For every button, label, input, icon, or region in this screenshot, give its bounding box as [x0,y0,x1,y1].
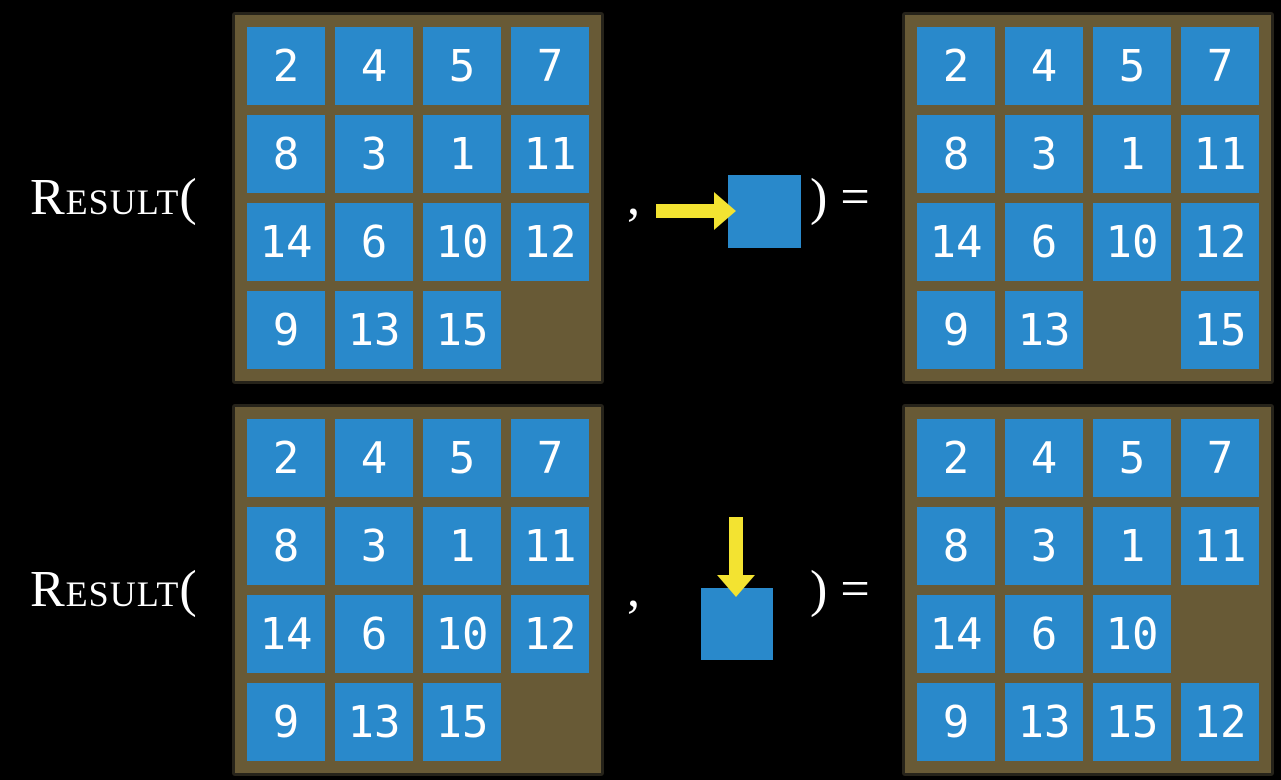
puzzle-tile: 8 [917,507,995,585]
puzzle-tile: 8 [917,115,995,193]
puzzle-tile: 8 [247,507,325,585]
puzzle-tile: 6 [1005,203,1083,281]
puzzle-tile: 5 [423,419,501,497]
puzzle-tile: 3 [1005,507,1083,585]
puzzle-tile: 3 [1005,115,1083,193]
puzzle-tile: 14 [247,203,325,281]
puzzle-tile: 10 [423,595,501,673]
puzzle-tile: 5 [1093,419,1171,497]
puzzle-tile: 8 [247,115,325,193]
puzzle-tile: 4 [1005,419,1083,497]
result-function-label: Result( [30,561,198,618]
puzzle-tile: 11 [511,507,589,585]
empty-cell [511,291,589,369]
arrow-down-icon [717,517,755,597]
puzzle-tile: 9 [247,291,325,369]
puzzle-tile: 12 [511,595,589,673]
empty-cell [1181,595,1259,673]
puzzle-tile: 13 [335,683,413,761]
result-function-label: Result( [30,169,198,226]
puzzle-tile: 11 [1181,507,1259,585]
puzzle-tile: 12 [1181,683,1259,761]
puzzle-tile: 13 [1005,683,1083,761]
puzzle-tile: 1 [423,115,501,193]
puzzle-tile: 15 [423,291,501,369]
puzzle-tile: 15 [1181,291,1259,369]
blank-tile-square [728,175,801,248]
puzzle-tile: 9 [917,683,995,761]
puzzle-tile: 5 [423,27,501,105]
close-paren-equals: ) = [810,169,870,226]
puzzle-tile: 12 [511,203,589,281]
close-paren-equals: ) = [810,561,870,618]
puzzle-tile: 15 [423,683,501,761]
puzzle-tile: 2 [247,419,325,497]
puzzle-tile: 4 [335,27,413,105]
puzzle-tile: 12 [1181,203,1259,281]
puzzle-tile: 1 [1093,507,1171,585]
puzzle-tile: 11 [1181,115,1259,193]
puzzle-tile: 13 [335,291,413,369]
puzzle-tile: 2 [917,419,995,497]
puzzle-tile: 13 [1005,291,1083,369]
arrow-right-icon [656,192,736,230]
comma-separator: , [627,169,640,226]
puzzle-tile: 6 [335,203,413,281]
puzzle-tile: 2 [247,27,325,105]
blank-tile-square [701,588,773,660]
puzzle-tile: 10 [423,203,501,281]
puzzle-tile: 15 [1093,683,1171,761]
puzzle-tile: 3 [335,507,413,585]
puzzle-tile: 5 [1093,27,1171,105]
puzzle-tile: 10 [1093,203,1171,281]
empty-cell [1093,291,1171,369]
puzzle-tile: 2 [917,27,995,105]
empty-cell [511,683,589,761]
puzzle-tile: 7 [511,419,589,497]
puzzle-tile: 6 [335,595,413,673]
puzzle-tile: 11 [511,115,589,193]
puzzle-tile: 14 [917,595,995,673]
puzzle-tile: 6 [1005,595,1083,673]
puzzle-tile: 14 [247,595,325,673]
puzzle-tile: 14 [917,203,995,281]
puzzle-tile: 7 [1181,419,1259,497]
puzzle-tile: 3 [335,115,413,193]
comma-separator: , [627,561,640,618]
puzzle-tile: 4 [335,419,413,497]
puzzle-tile: 1 [1093,115,1171,193]
puzzle-tile: 7 [1181,27,1259,105]
puzzle-tile: 9 [247,683,325,761]
puzzle-tile: 7 [511,27,589,105]
puzzle-tile: 1 [423,507,501,585]
puzzle-tile: 4 [1005,27,1083,105]
puzzle-tile: 10 [1093,595,1171,673]
puzzle-tile: 9 [917,291,995,369]
